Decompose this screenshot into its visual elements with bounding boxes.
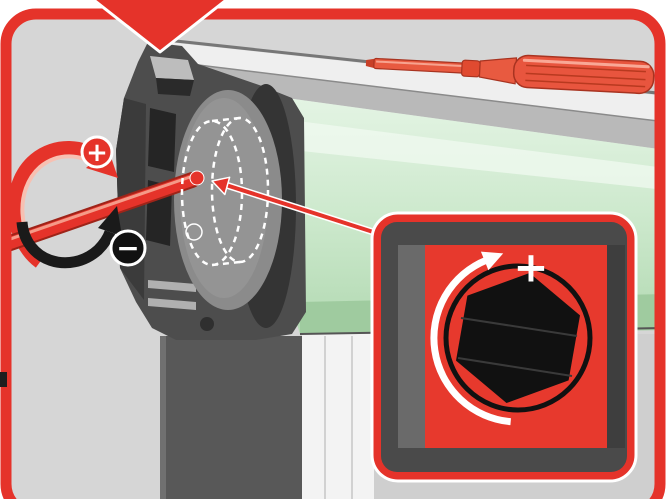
edge-marker <box>0 372 7 387</box>
side-panel-edge <box>160 336 166 499</box>
bracket-top-opening <box>156 78 194 96</box>
inset-right-column <box>607 245 625 448</box>
screwdriver-collar <box>461 60 480 77</box>
plus-symbol: + <box>86 138 108 168</box>
minus-circle-icon: − <box>111 231 145 265</box>
fabric-panel <box>302 334 374 499</box>
bracket-knob <box>200 317 214 331</box>
minus-symbol: − <box>116 232 139 265</box>
bracket-slot <box>148 108 176 172</box>
inset-left-column <box>398 245 425 448</box>
adjustment-hole-marker <box>190 171 204 185</box>
inset-plus-symbol: + <box>513 243 548 292</box>
side-panel <box>160 336 302 499</box>
detail-inset: + <box>372 213 636 481</box>
plus-circle-icon: + <box>82 137 112 168</box>
